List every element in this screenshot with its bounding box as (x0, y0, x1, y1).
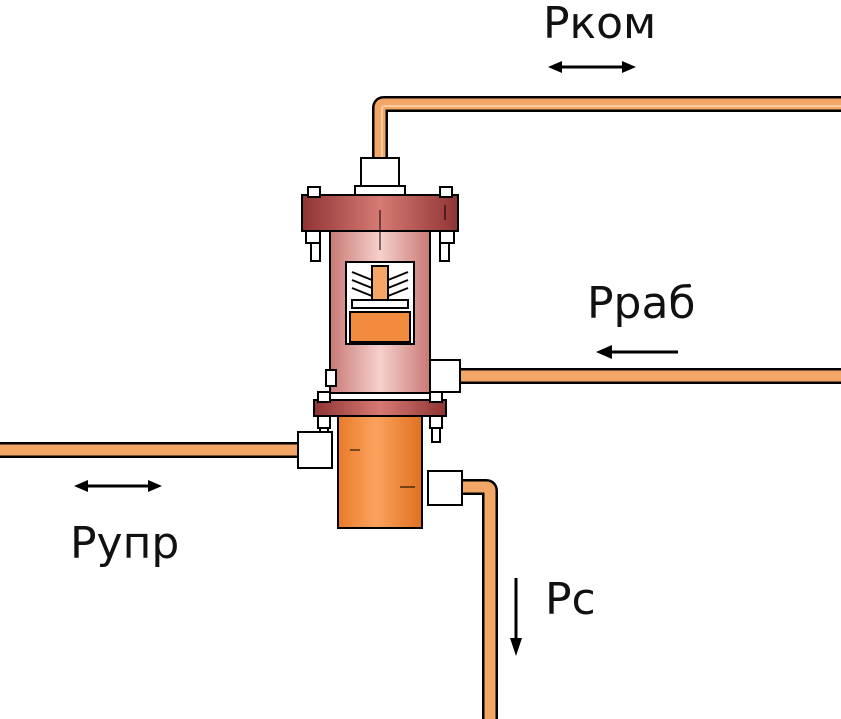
lower-flange (313, 399, 447, 417)
upr-double-arrow (74, 480, 162, 492)
valve (297, 157, 463, 529)
c-arrow (510, 578, 522, 656)
rab-nut (429, 359, 461, 393)
top-nut (360, 157, 400, 189)
upr-nut (297, 431, 333, 469)
label-p-rab: Pраб (587, 278, 696, 329)
lower-body (337, 415, 423, 529)
label-p-upr: Pупр (70, 518, 179, 569)
kom-double-arrow (548, 61, 636, 73)
piston (349, 311, 411, 343)
label-p-c: Pс (545, 574, 596, 625)
rab-arrow (596, 345, 678, 359)
pipes (0, 96, 841, 719)
pipe-kom (372, 96, 841, 165)
c-nut (427, 470, 463, 506)
label-p-kom: Pком (543, 0, 656, 49)
arrows (74, 61, 678, 656)
